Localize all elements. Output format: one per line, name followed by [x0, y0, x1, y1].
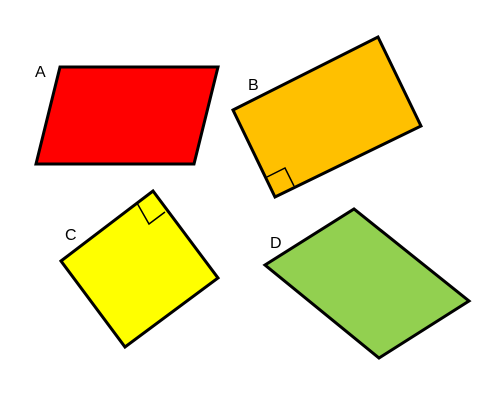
shape-c-right-angle-marker [136, 202, 166, 226]
shape-c-label: C [65, 227, 77, 244]
shape-a-label: A [35, 64, 46, 81]
shape-a-group: A [34, 64, 220, 166]
shape-a-parallelogram [34, 65, 220, 166]
shape-b-group: B [231, 34, 424, 200]
shape-b-rectangle [231, 34, 424, 200]
shape-b-label: B [248, 77, 259, 94]
shape-c-square [58, 188, 221, 350]
shape-d-rhombus [262, 207, 472, 360]
shape-d-group: D [262, 207, 472, 360]
shape-b-right-angle-marker [266, 166, 295, 187]
shape-c-group: C [58, 188, 221, 350]
shape-d-label: D [270, 235, 282, 252]
